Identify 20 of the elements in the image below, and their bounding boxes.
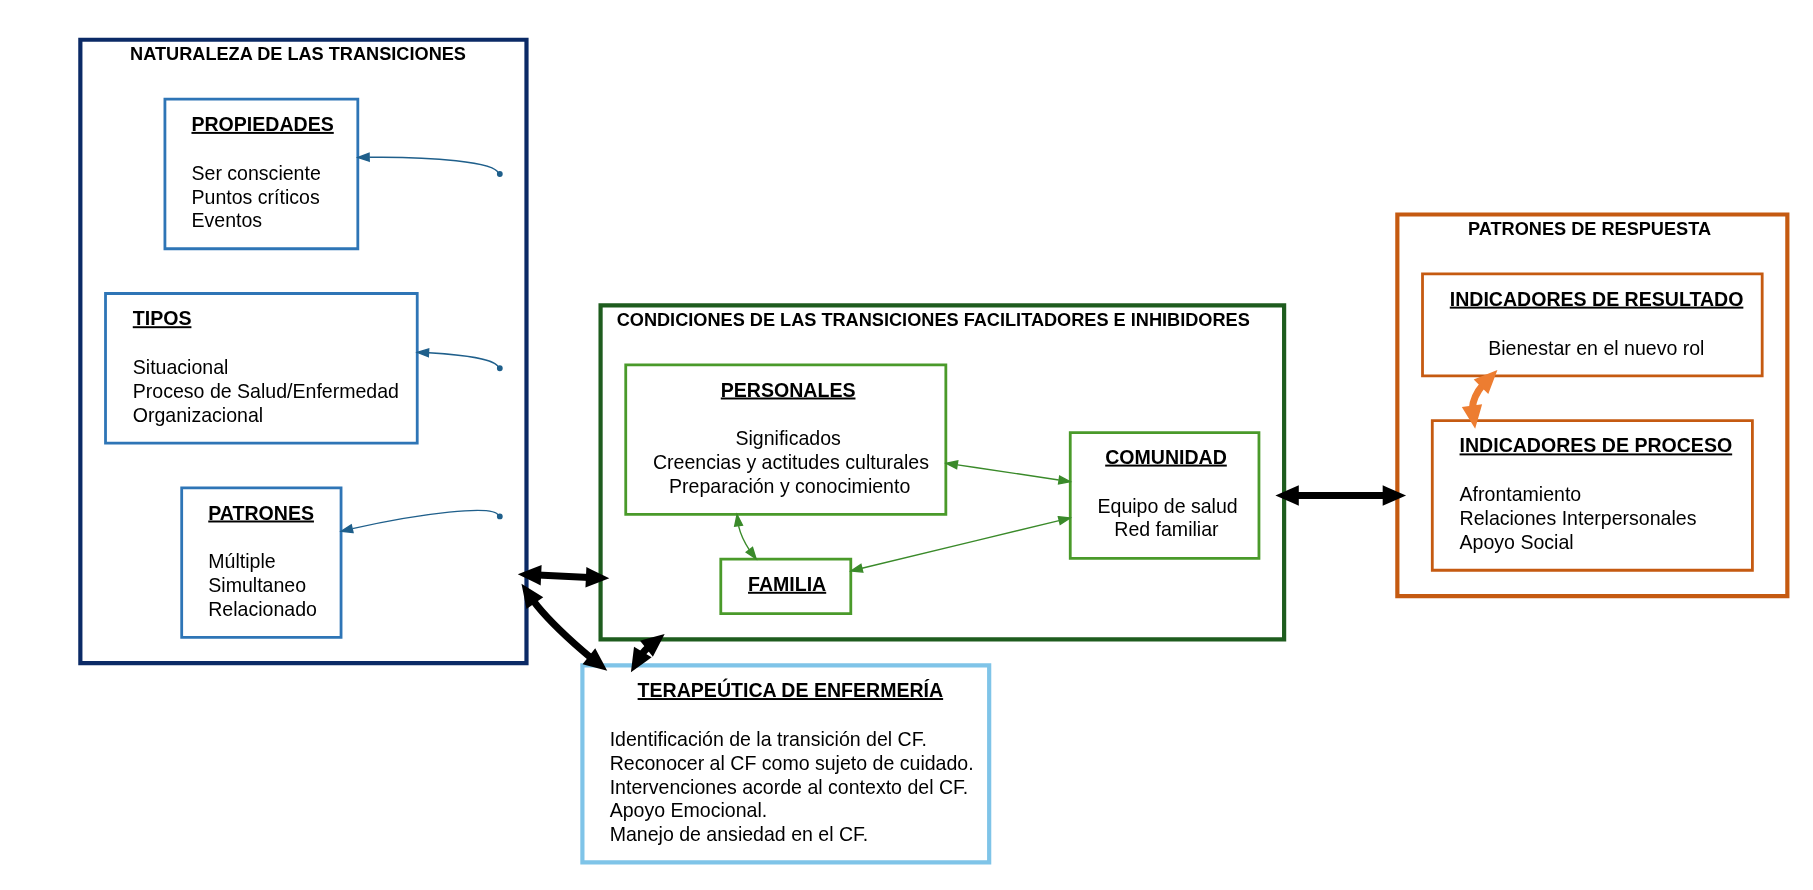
node-box: COMUNIDAD Equipo de salud Red familiar — [1068, 430, 1261, 560]
node-box: TERAPEÚTICA DE ENFERMERÍA Identificación de la transición del CF. Reconocer al CF como sujeto de cuidado. Intervenciones acorde al contexto del CF. Apoyo Emocional. Manejo de ansiedad en el CF. — [580, 662, 992, 864]
arrow — [339, 509, 500, 533]
arrow — [848, 515, 1073, 573]
node-box: INDICADORES DE RESULTADO Bienestar en el nuevo rol — [1421, 272, 1764, 377]
arrow — [1275, 484, 1407, 506]
arrow — [415, 347, 499, 368]
node-box: TIPOS Situacional Proceso de Salud/Enfermedad Organizacional — [104, 291, 419, 444]
node-box: FAMILIA — [719, 557, 853, 615]
arrow — [944, 459, 1073, 485]
arrow — [733, 511, 758, 560]
arrow — [355, 151, 500, 174]
arrow — [521, 583, 608, 671]
node-box: PATRONES Múltiple Simultaneo Relacionado — [180, 485, 343, 639]
node-box: PERSONALES Significados Creencias y actitudes culturales Preparación y conocimiento — [624, 362, 948, 516]
arrow — [1461, 369, 1498, 429]
arrow — [630, 633, 665, 672]
node-box: PROPIEDADES Ser consciente Puntos críticos Eventos — [163, 97, 360, 250]
node-box: INDICADORES DE PROCESO Afrontamiento Relaciones Interpersonales Apoyo Social — [1430, 418, 1754, 572]
arrow — [517, 564, 610, 587]
